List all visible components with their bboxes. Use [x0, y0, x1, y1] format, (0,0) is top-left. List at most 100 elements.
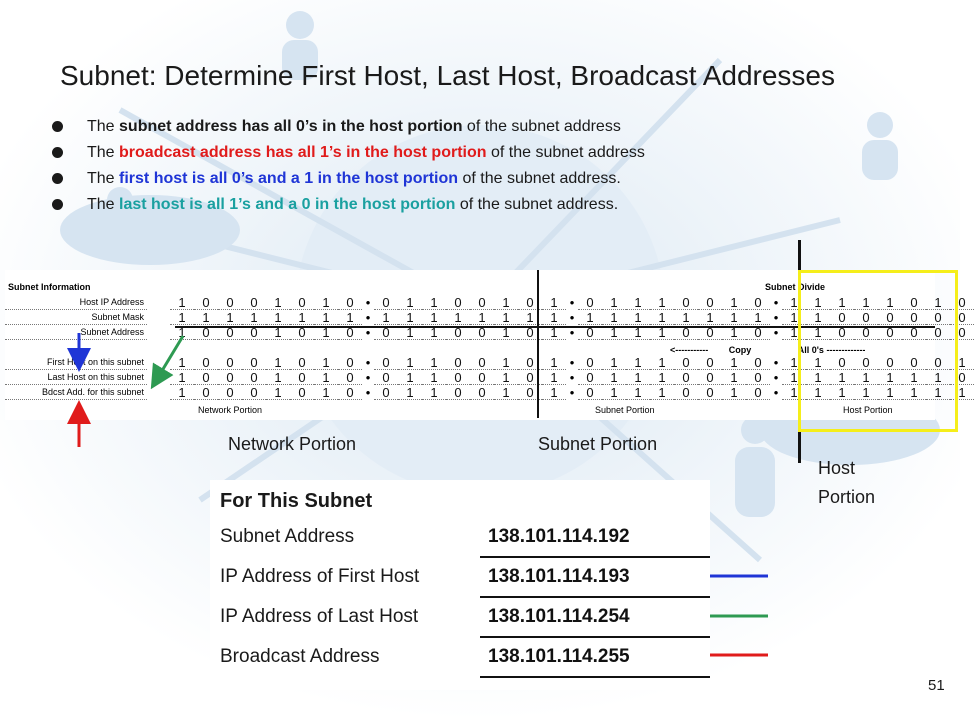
bit-cell: 0: [698, 385, 722, 400]
bit-cell: 0: [218, 385, 242, 400]
bit-cell: 0: [746, 385, 770, 400]
green-arrow-icon: [150, 335, 185, 390]
copy-arrow-text: <----------- Copy All 0's -------------: [670, 345, 866, 355]
bit-cell: 0: [242, 355, 266, 370]
bit-cell: 1: [266, 355, 290, 370]
bit-cell: 0: [902, 295, 926, 310]
bullet-subnet-address: The subnet address has all 0’s in the ho…: [50, 117, 930, 143]
bit-cell: 1: [314, 355, 338, 370]
bit-cell: 1: [806, 325, 830, 340]
bit-cell: 1: [314, 325, 338, 340]
bit-cell: 0: [674, 370, 698, 385]
bit-cell: 0: [698, 295, 722, 310]
bit-cell: 0: [830, 355, 854, 370]
panel-title: For This Subnet: [220, 490, 373, 512]
bit-cell: 1: [854, 295, 878, 310]
bit-cell: 1: [698, 310, 722, 325]
bit-cell: 1: [650, 385, 674, 400]
bit-cell: 1: [674, 310, 698, 325]
bit-cell: 0: [518, 295, 542, 310]
bit-cell: 1: [446, 310, 470, 325]
bit-cell: 1: [398, 370, 422, 385]
bit-cell: 0: [194, 295, 218, 310]
bit-cell: 1: [926, 295, 950, 310]
octet-dot: •: [773, 295, 779, 310]
bit-cell: 0: [218, 295, 242, 310]
bit-cell: 1: [266, 295, 290, 310]
bit-cell: 0: [242, 370, 266, 385]
bit-cell: 1: [578, 310, 602, 325]
bit-cell: 1: [398, 355, 422, 370]
bit-cell: 0: [830, 310, 854, 325]
octet-dot: •: [365, 325, 371, 340]
bit-cell: 1: [782, 355, 806, 370]
bit-cell: 0: [578, 295, 602, 310]
bit-cell: 0: [518, 385, 542, 400]
octet-dot: •: [569, 295, 575, 310]
bit-cell: 1: [542, 295, 566, 310]
bit-cell: 1: [926, 385, 950, 400]
bit-cell: 1: [170, 370, 194, 385]
bit-cell: 0: [698, 355, 722, 370]
octet-dot: •: [773, 310, 779, 325]
bit-cell: 0: [578, 385, 602, 400]
octet-dot: •: [773, 325, 779, 340]
bit-cell: 0: [854, 310, 878, 325]
bit-cell: 0: [878, 310, 902, 325]
bit-cell: 0: [746, 325, 770, 340]
bit-cell: 1: [746, 310, 770, 325]
bit-cell: 1: [722, 370, 746, 385]
bullet-dot-icon: [52, 199, 63, 210]
bit-cell: 1: [422, 385, 446, 400]
bit-cell: 0: [242, 385, 266, 400]
host-portion-label-line2: Portion: [818, 487, 876, 507]
network-portion-label: Network Portion: [228, 434, 357, 454]
bit-cell: 0: [374, 355, 398, 370]
bit-cell: 0: [470, 385, 494, 400]
bit-cell: 1: [602, 355, 626, 370]
bit-cell: 0: [674, 295, 698, 310]
bit-cell: 0: [374, 370, 398, 385]
octet-dot: •: [569, 370, 575, 385]
bit-cell: 0: [878, 355, 902, 370]
bit-cell: 0: [854, 355, 878, 370]
bit-cell: 0: [698, 370, 722, 385]
bit-cell: 0: [470, 325, 494, 340]
bit-cell: 1: [494, 310, 518, 325]
octet-dot: •: [569, 385, 575, 400]
bit-cell: 0: [446, 355, 470, 370]
bit-cell: 0: [218, 325, 242, 340]
bit-cell: 0: [338, 370, 362, 385]
bit-cell: 1: [950, 355, 974, 370]
bit-cell: 0: [518, 325, 542, 340]
octet-dot: •: [365, 370, 371, 385]
bit-cell: 1: [338, 310, 362, 325]
bit-cell: 1: [602, 385, 626, 400]
bit-cell: 1: [722, 310, 746, 325]
bit-cell: 1: [398, 325, 422, 340]
bit-cell: 1: [542, 310, 566, 325]
bit-cell: 0: [518, 355, 542, 370]
subnet-bit-table: Subnet Information Subnet Divide Host IP…: [5, 270, 974, 420]
bit-cell: 0: [926, 310, 950, 325]
bit-cell: 1: [722, 295, 746, 310]
host-portion-small-label: Host Portion: [843, 405, 893, 415]
bit-cell: 0: [746, 355, 770, 370]
bit-cell: 0: [446, 385, 470, 400]
bit-cell: 1: [926, 370, 950, 385]
octet-dot: •: [569, 325, 575, 340]
bit-cell: 1: [830, 295, 854, 310]
bit-cell: 0: [674, 385, 698, 400]
bit-cell: 0: [338, 355, 362, 370]
bit-cell: 0: [950, 310, 974, 325]
bit-cell: 0: [878, 325, 902, 340]
row-label: Host IP Address: [5, 295, 147, 310]
bit-cell: 0: [374, 325, 398, 340]
bit-cell: 1: [782, 310, 806, 325]
bit-cell: 1: [374, 310, 398, 325]
row-label: Bdcst Add. for this subnet: [5, 385, 147, 400]
bit-cell: 0: [746, 295, 770, 310]
bit-cell: 1: [878, 295, 902, 310]
